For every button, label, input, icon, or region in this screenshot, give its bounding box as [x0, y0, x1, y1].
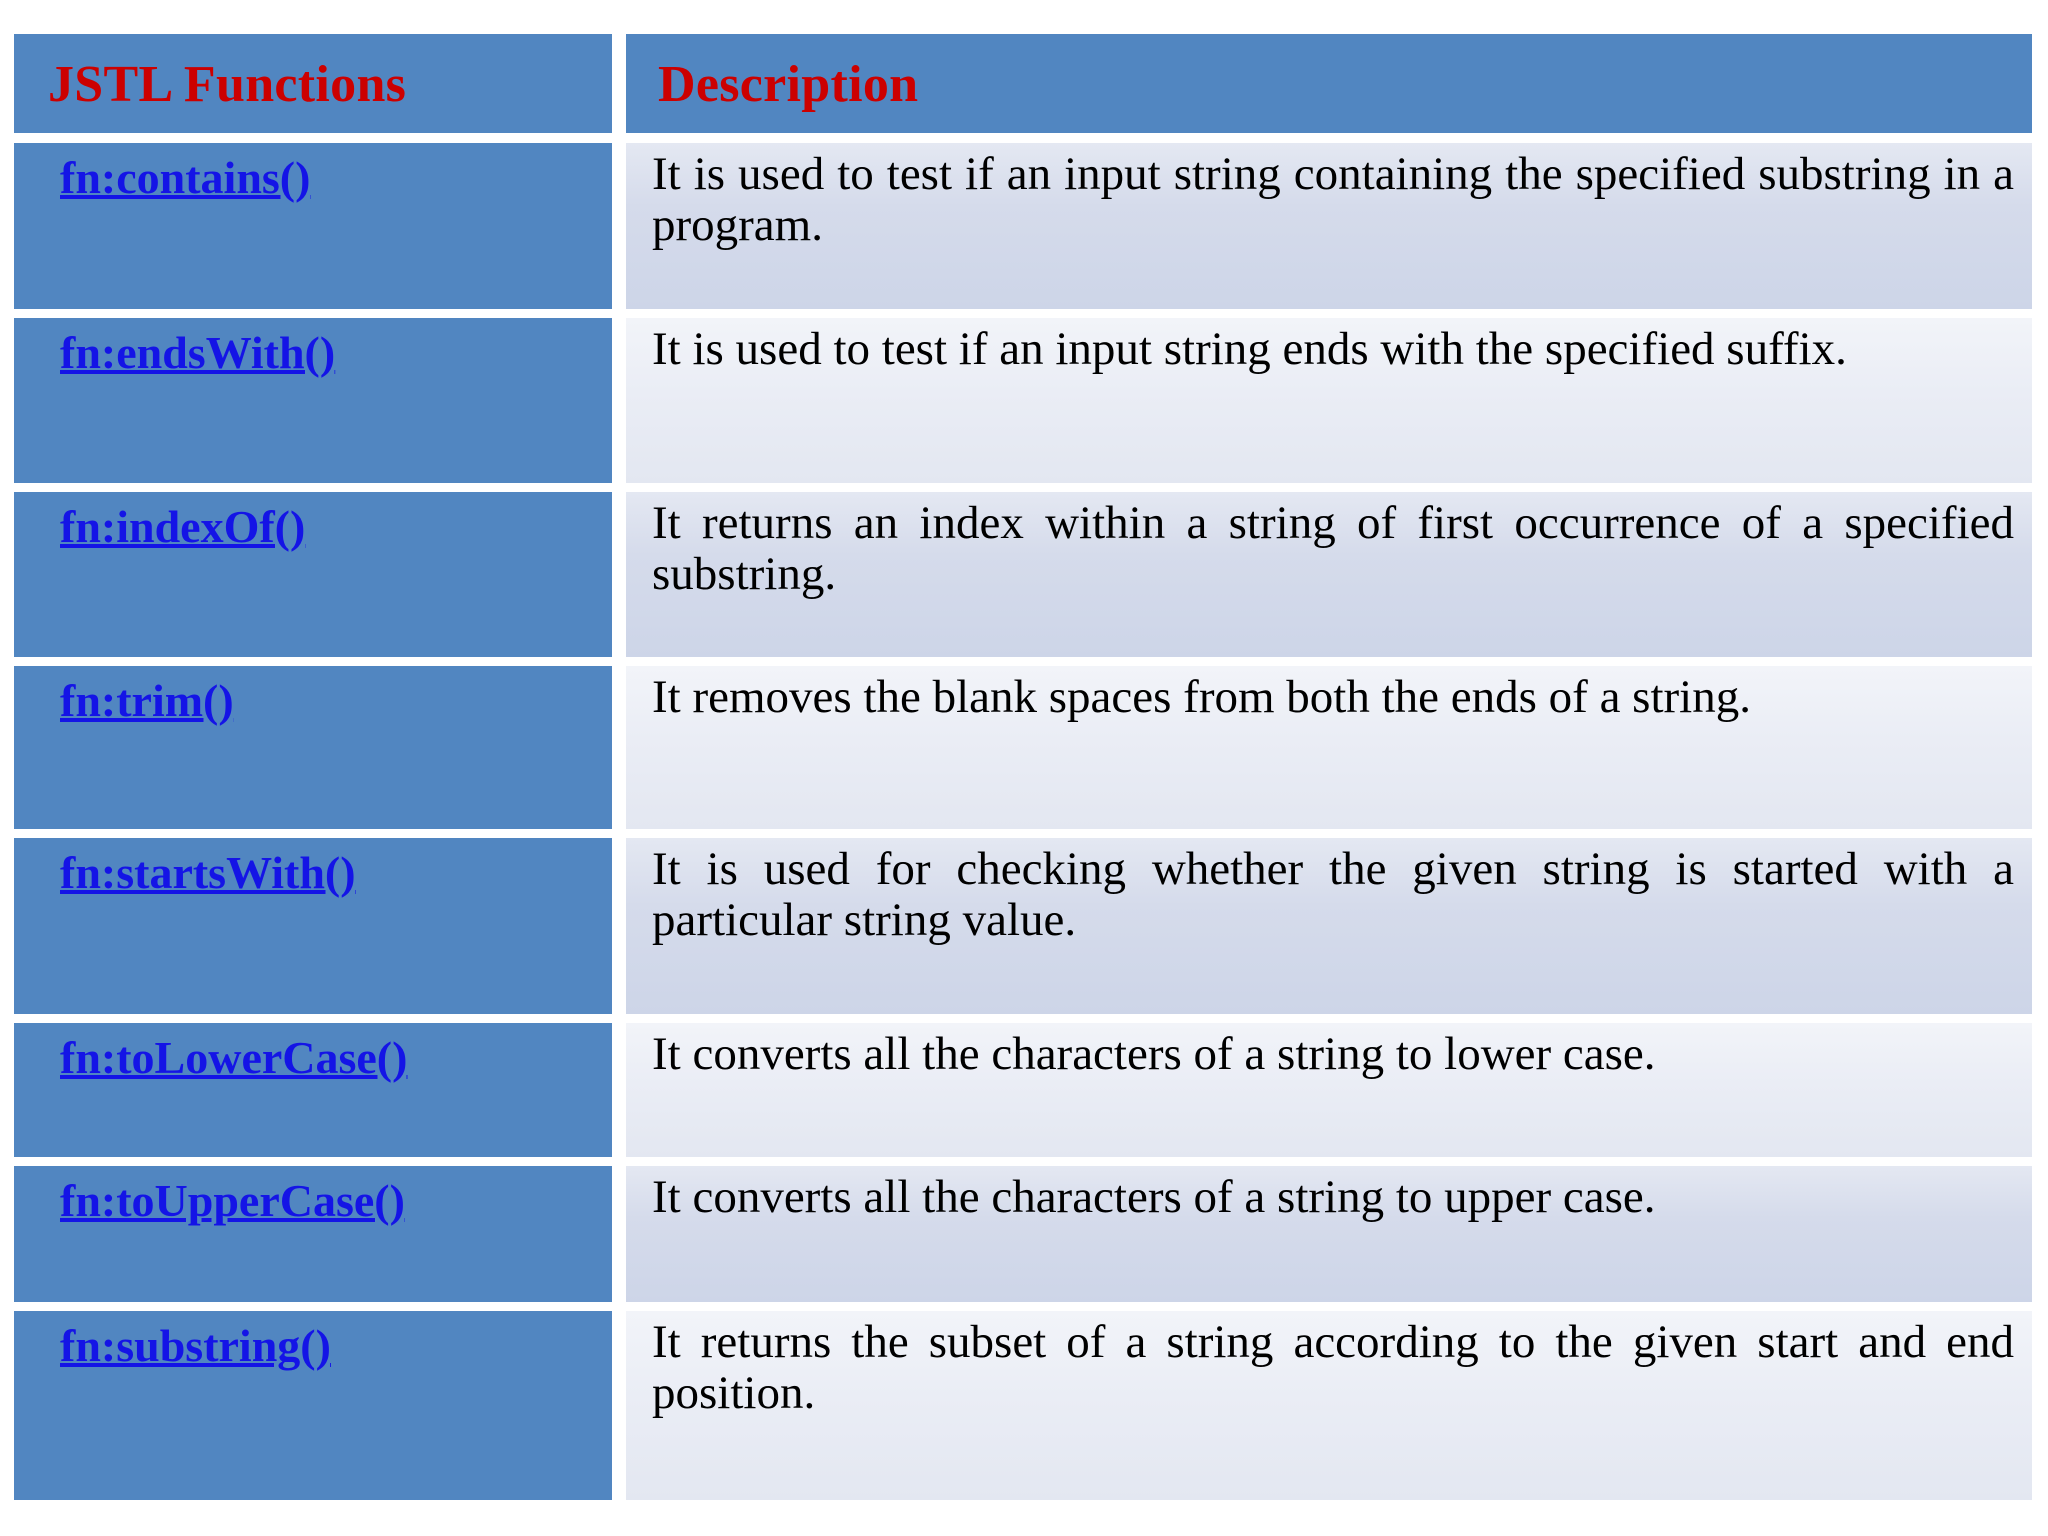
table-row: fn:substring() It returns the subset of …: [14, 1311, 2032, 1500]
function-cell: fn:startsWith(): [14, 838, 612, 1015]
column-header-description: Description: [658, 56, 919, 113]
column-gap: [612, 1165, 626, 1303]
description-text: It converts all the characters of a stri…: [652, 1170, 1656, 1223]
description-cell: It is used to test if an input string en…: [626, 317, 2032, 484]
row-separator: [14, 1157, 2032, 1166]
header-body-gap: [14, 133, 2032, 143]
description-cell-box: It returns an index within a string of f…: [626, 491, 2032, 657]
function-cell: fn:toUpperCase(): [14, 1165, 612, 1303]
function-link-trim[interactable]: fn:trim(): [60, 674, 234, 726]
description-cell-box: It removes the blank spaces from both th…: [626, 665, 2032, 830]
description-cell-box: It is used to test if an input string co…: [626, 142, 2032, 310]
function-cell: fn:substring(): [14, 1311, 612, 1500]
column-gap: [612, 1023, 626, 1158]
description-text: It returns an index within a string of f…: [652, 496, 2014, 600]
description-cell: It is used for checking whether the give…: [626, 838, 2032, 1015]
column-gap: [612, 838, 626, 1015]
table-header-row: JSTL Functions Description: [14, 34, 2032, 133]
row-separator: [14, 309, 2032, 318]
header-cell-functions: JSTL Functions: [14, 34, 612, 133]
column-gap: [612, 491, 626, 657]
row-separator: [14, 483, 2032, 492]
table-body: fn:contains() It is used to test if an i…: [14, 133, 2032, 1500]
function-cell: fn:contains(): [14, 142, 612, 310]
table-row: fn:toLowerCase() It converts all the cha…: [14, 1023, 2032, 1158]
function-cell-box: fn:endsWith(): [14, 317, 612, 484]
function-cell: fn:endsWith(): [14, 317, 612, 484]
function-link-indexof[interactable]: fn:indexOf(): [60, 500, 306, 552]
jstl-functions-table: JSTL Functions Description fn:: [14, 34, 2032, 1500]
description-cell: It returns an index within a string of f…: [626, 491, 2032, 657]
function-cell-box: fn:toUpperCase(): [14, 1165, 612, 1303]
header-cell-description-box: Description: [626, 34, 2032, 133]
description-text: It is used to test if an input string co…: [652, 147, 2014, 251]
column-gap: [612, 317, 626, 484]
header-cell-functions-box: JSTL Functions: [14, 34, 612, 133]
description-cell-box: It is used for checking whether the give…: [626, 838, 2032, 1015]
function-cell-box: fn:trim(): [14, 665, 612, 830]
row-separator: [14, 829, 2032, 839]
function-cell-box: fn:startsWith(): [14, 838, 612, 1015]
table-row: fn:contains() It is used to test if an i…: [14, 142, 2032, 310]
row-separator: [14, 1302, 2032, 1312]
description-cell: It returns the subset of a string accord…: [626, 1311, 2032, 1500]
column-gap: [612, 665, 626, 830]
description-text: It removes the blank spaces from both th…: [652, 670, 1751, 723]
description-cell-box: It converts all the characters of a stri…: [626, 1023, 2032, 1158]
description-cell: It removes the blank spaces from both th…: [626, 665, 2032, 830]
table-row: fn:endsWith() It is used to test if an i…: [14, 317, 2032, 484]
table-row: fn:startsWith() It is used for checking …: [14, 838, 2032, 1015]
row-separator: [14, 656, 2032, 666]
function-cell-box: fn:contains(): [14, 142, 612, 310]
description-text: It is used for checking whether the give…: [652, 843, 2014, 947]
table-row: fn:toUpperCase() It converts all the cha…: [14, 1165, 2032, 1303]
function-cell-box: fn:toLowerCase(): [14, 1023, 612, 1158]
column-header-jstl-functions: JSTL Functions: [48, 56, 407, 113]
header-cell-description: Description: [626, 34, 2032, 133]
function-cell-box: fn:substring(): [14, 1311, 612, 1500]
function-cell: fn:indexOf(): [14, 491, 612, 657]
function-link-startswith[interactable]: fn:startsWith(): [60, 847, 356, 899]
function-link-contains[interactable]: fn:contains(): [60, 151, 311, 203]
description-cell-box: It is used to test if an input string en…: [626, 317, 2032, 484]
function-cell-box: fn:indexOf(): [14, 491, 612, 657]
description-cell: It converts all the characters of a stri…: [626, 1023, 2032, 1158]
function-link-touppercase[interactable]: fn:toUpperCase(): [60, 1174, 405, 1226]
column-gap: [612, 1311, 626, 1500]
description-cell: It is used to test if an input string co…: [626, 142, 2032, 310]
header-column-gap: [612, 34, 626, 133]
row-separator: [14, 1014, 2032, 1024]
description-text: It is used to test if an input string en…: [652, 322, 1847, 375]
description-text: It returns the subset of a string accord…: [652, 1316, 2014, 1420]
table-row: fn:indexOf() It returns an index within …: [14, 491, 2032, 657]
function-link-tolowercase[interactable]: fn:toLowerCase(): [60, 1032, 408, 1084]
description-cell: It converts all the characters of a stri…: [626, 1165, 2032, 1303]
function-cell: fn:toLowerCase(): [14, 1023, 612, 1158]
function-link-endswith[interactable]: fn:endsWith(): [60, 326, 336, 378]
function-link-substring[interactable]: fn:substring(): [60, 1320, 331, 1372]
description-text: It converts all the characters of a stri…: [652, 1028, 1656, 1081]
description-cell-box: It converts all the characters of a stri…: [626, 1165, 2032, 1303]
function-cell: fn:trim(): [14, 665, 612, 830]
description-cell-box: It returns the subset of a string accord…: [626, 1311, 2032, 1500]
column-gap: [612, 142, 626, 310]
table-row: fn:trim() It removes the blank spaces fr…: [14, 665, 2032, 830]
